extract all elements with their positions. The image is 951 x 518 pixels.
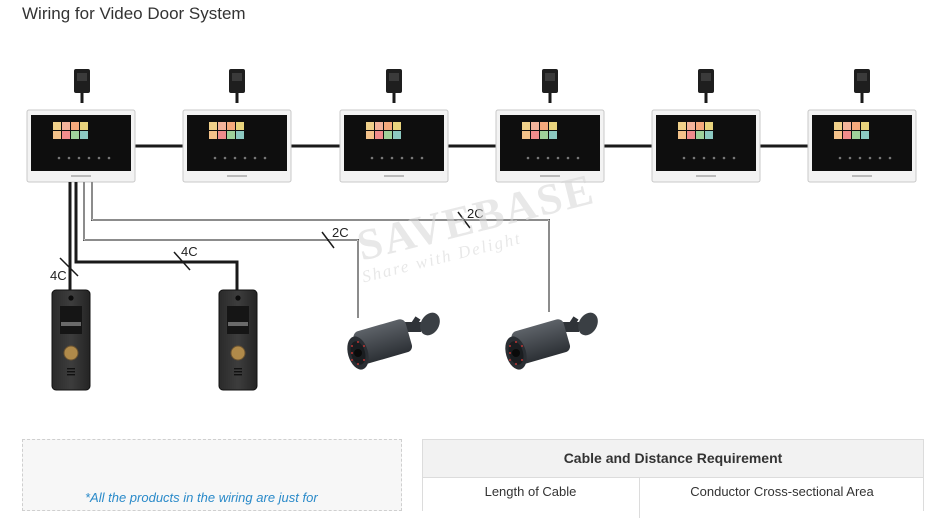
power-adapter-5	[696, 67, 716, 105]
outdoor-door-station-2	[218, 289, 258, 391]
power-adapter-1	[72, 67, 92, 105]
note-panel: *All the products in the wiring are just…	[22, 439, 402, 511]
cable-label-2c-b: 2C	[467, 206, 484, 221]
indoor-monitor-6	[807, 109, 917, 183]
security-camera-1	[344, 309, 444, 372]
power-adapter-6	[852, 67, 872, 105]
page-title: Wiring for Video Door System	[22, 4, 246, 23]
outdoor-door-station-1	[51, 289, 91, 391]
power-adapter-4	[540, 67, 560, 105]
wiring-diagram: 4C 4C 2C 2C	[26, 67, 917, 391]
header-cross-sectional-area: Conductor Cross-sectional Area	[639, 478, 924, 518]
table-title: Cable and Distance Requirement	[563, 450, 783, 466]
cable-requirement-table: Cable and Distance Requirement Length of…	[422, 439, 924, 518]
security-camera-2	[502, 309, 602, 372]
header-length-of-cable: Length of Cable	[484, 484, 577, 499]
indoor-monitor-5	[651, 109, 761, 183]
indoor-monitor-3	[339, 109, 449, 183]
indoor-monitor-1	[26, 109, 136, 183]
cable-slash-marks	[59, 211, 471, 277]
power-adapter-2	[227, 67, 247, 105]
cable-label-4c-a: 4C	[50, 268, 67, 283]
power-adapter-3	[384, 67, 404, 105]
cable-label-4c-b: 4C	[181, 244, 198, 259]
cable-label-2c-a: 2C	[332, 225, 349, 240]
indoor-monitor-2	[182, 109, 292, 183]
outdoor-cables-inner	[83, 182, 550, 318]
